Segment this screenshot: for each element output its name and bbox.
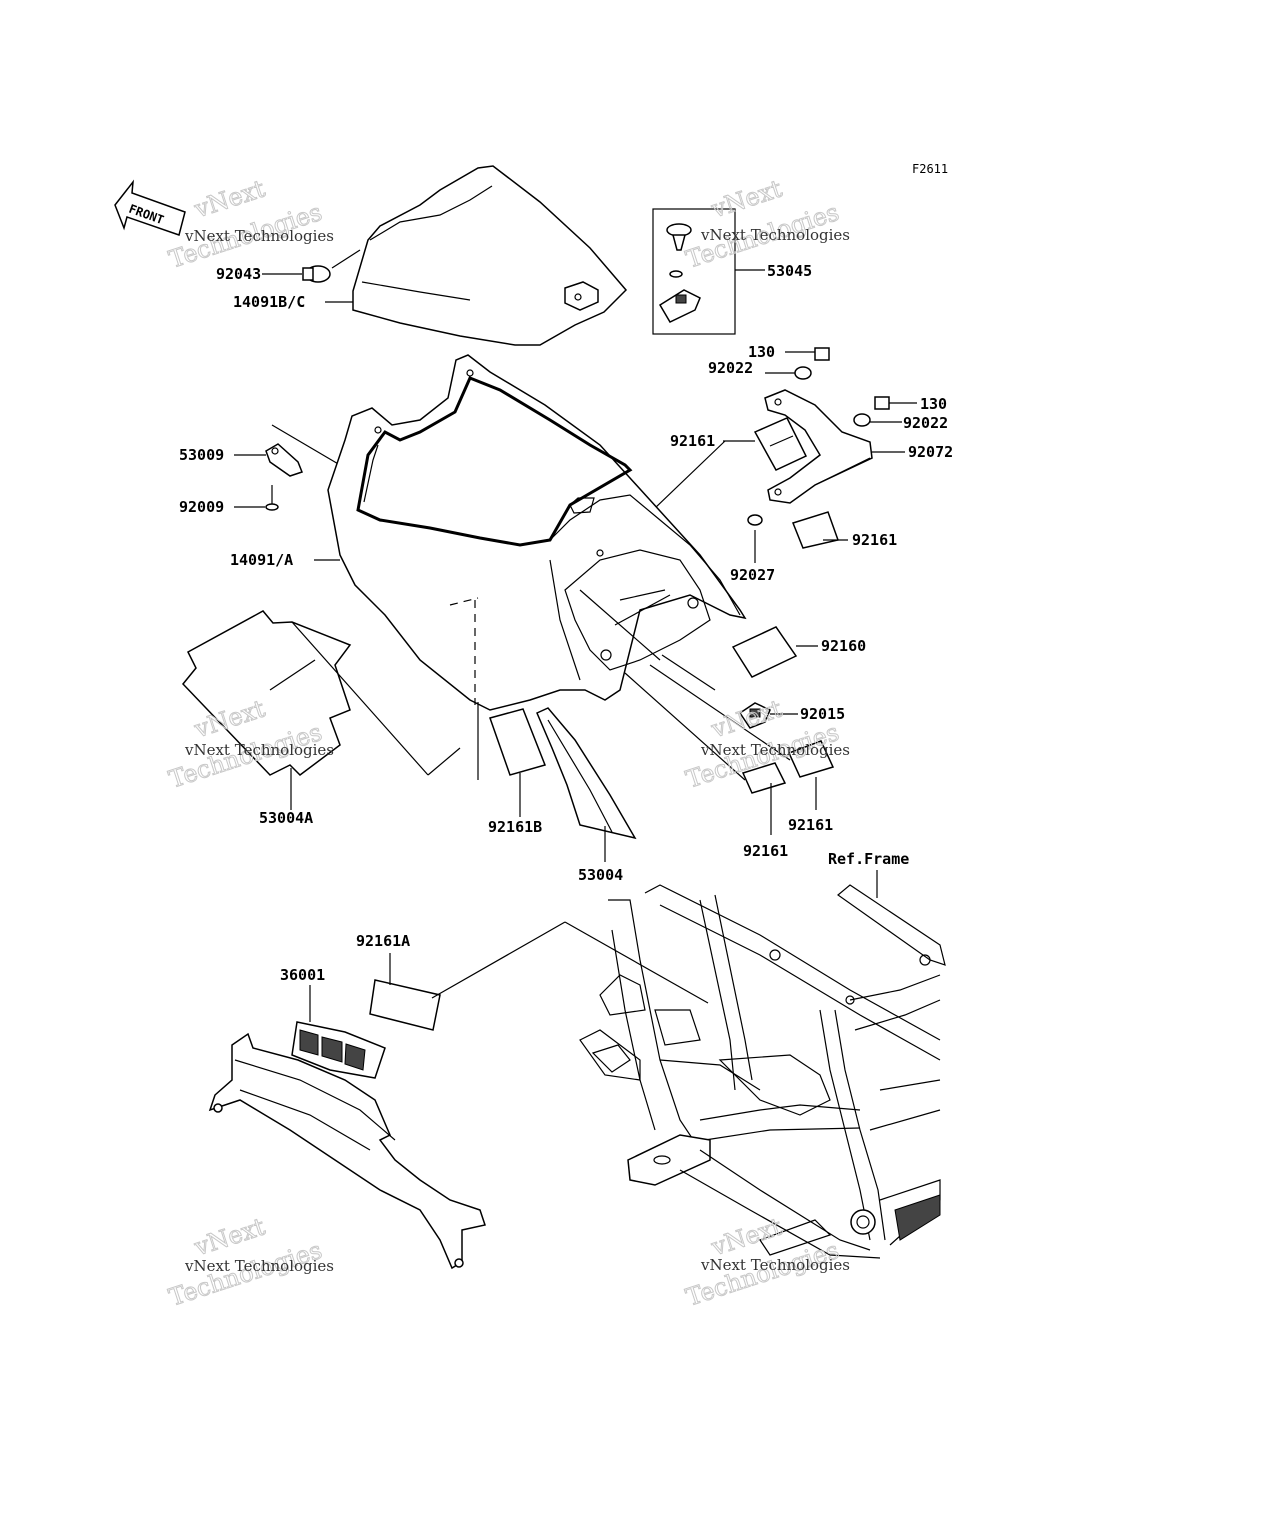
main-cover-14091a	[327, 354, 747, 711]
washer-92022-right	[853, 413, 902, 427]
watermark-line2: vNext	[190, 1212, 268, 1261]
figure-code: F2611	[912, 162, 948, 176]
nut-92015	[738, 702, 798, 729]
bracket-92072	[764, 389, 905, 504]
label-92027: 92027	[730, 566, 775, 584]
watermark-line1: vNext Technologies	[700, 1256, 850, 1274]
duct-36001	[208, 985, 486, 1270]
watermark-bottom-right: vNext Technologies	[682, 1212, 843, 1312]
label-53004: 53004	[578, 866, 623, 884]
label-92161-lower-right: 92161	[788, 816, 833, 834]
fastener-set-53045	[652, 208, 765, 335]
watermark-line2: vNext	[190, 174, 268, 223]
sticker-92161-right	[792, 511, 848, 549]
watermark-bottom-left: vNext Technologies	[165, 1212, 326, 1312]
label-92015: 92015	[800, 705, 845, 723]
label-92022-upper: 92022	[708, 359, 753, 377]
label-14091a: 14091/A	[230, 551, 293, 569]
watermark-line2: vNext	[707, 174, 785, 223]
bolt-130-right	[874, 396, 917, 410]
label-92160: 92160	[821, 637, 866, 655]
label-53004a: 53004A	[259, 809, 313, 827]
washer-92022-upper	[765, 366, 812, 380]
label-92022-right: 92022	[903, 414, 948, 432]
sticker-92161-lower	[624, 664, 835, 835]
front-arrow-icon: FRONT	[114, 179, 186, 236]
sticker-92160	[661, 626, 818, 691]
bolt-130-upper	[785, 347, 830, 361]
watermark-line1: vNext Technologies	[184, 741, 334, 759]
label-92043: 92043	[216, 265, 261, 283]
label-14091bc: 14091B/C	[233, 293, 305, 311]
bracket-53009	[234, 424, 341, 477]
label-53045: 53045	[767, 262, 812, 280]
panel-53004	[536, 707, 637, 862]
label-92161-upper: 92161	[670, 432, 715, 450]
label-36001: 36001	[280, 966, 325, 984]
watermark-top-right: vNext Technologies	[682, 174, 843, 274]
label-92009: 92009	[179, 498, 224, 516]
sticker-92161a	[369, 921, 709, 1031]
upper-cover	[352, 165, 628, 346]
frame	[579, 884, 946, 1259]
watermark-line1: vNext Technologies	[700, 741, 850, 759]
watermark-line2: vNext	[707, 694, 785, 743]
screw-92009	[234, 485, 279, 511]
label-92161a: 92161A	[356, 932, 410, 950]
label-92161-right: 92161	[852, 531, 897, 549]
label-92161-lower-left: 92161	[743, 842, 788, 860]
label-130-right: 130	[920, 395, 947, 413]
sheet-53004a	[182, 610, 461, 810]
label-130-upper: 130	[748, 343, 775, 361]
sticker-92161b	[477, 702, 546, 817]
label-53009: 53009	[179, 446, 224, 464]
label-92161b: 92161B	[488, 818, 542, 836]
watermark-line1: vNext Technologies	[184, 1257, 334, 1275]
watermark-line1: vNext Technologies	[700, 226, 850, 244]
label-ref-frame: Ref.Frame	[828, 850, 909, 868]
grommet-92027	[747, 514, 763, 563]
clip-92043	[302, 249, 361, 283]
watermark-line1: vNext Technologies	[184, 227, 334, 245]
label-92072: 92072	[908, 443, 953, 461]
